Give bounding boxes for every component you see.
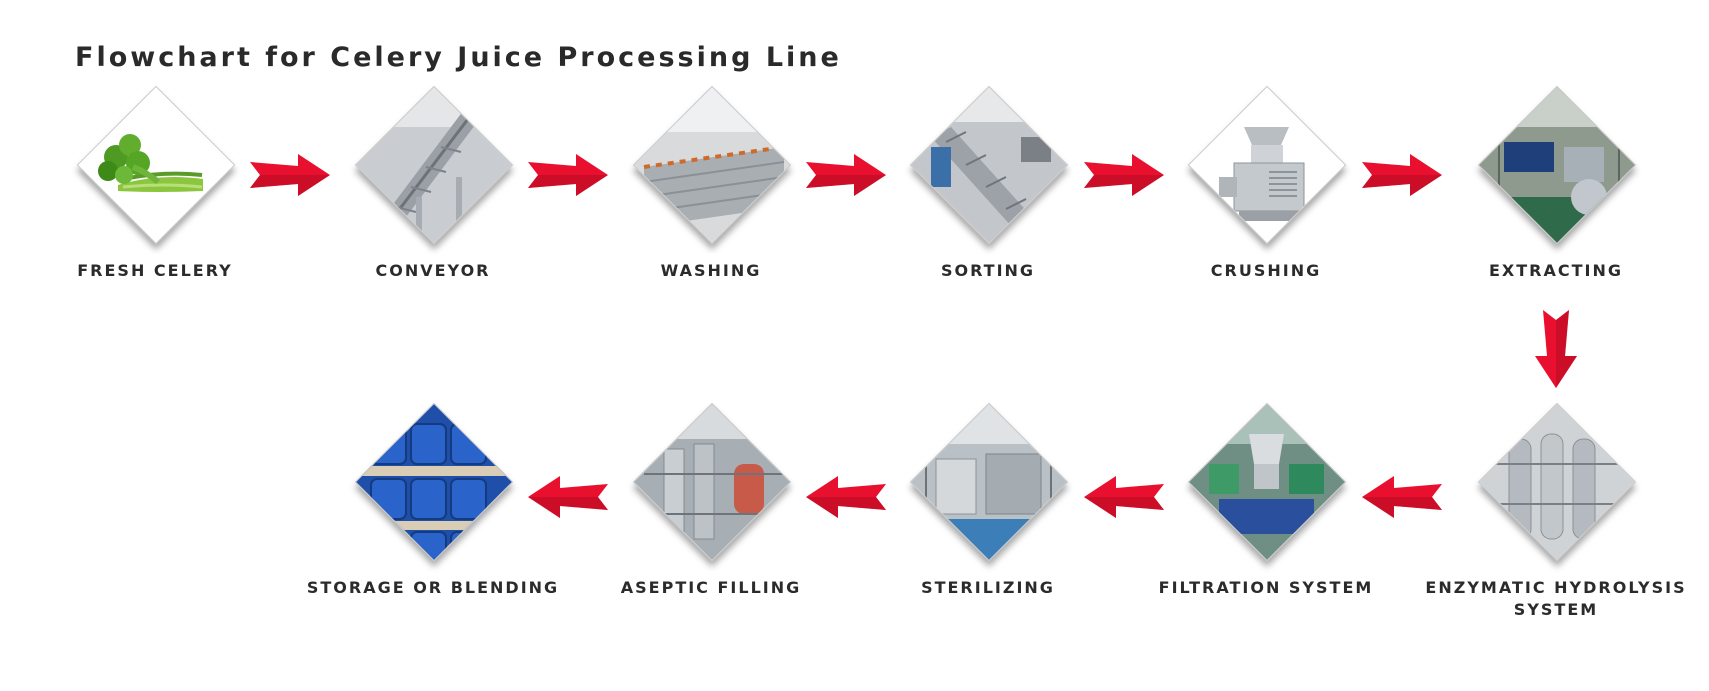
crusher-machine-icon	[1189, 87, 1345, 243]
step-label: CRUSHING	[1210, 261, 1322, 280]
arrow-right-icon	[806, 154, 886, 196]
step-label: ENZYMATIC HYDROLYSIS SYSTEM	[1425, 578, 1687, 619]
arrow-left-icon	[528, 476, 608, 518]
arrow-right-icon	[1362, 154, 1442, 196]
conveyor-machine-icon	[356, 87, 512, 243]
step-label: EXTRACTING	[1488, 261, 1623, 280]
arrow-left-icon	[806, 476, 886, 518]
step-label: WASHING	[660, 261, 762, 280]
arrow-right-icon	[528, 154, 608, 196]
filtration-machine-icon	[1189, 404, 1345, 560]
step-label: SORTING	[940, 261, 1036, 280]
step-label: FILTRATION SYSTEM	[1158, 578, 1374, 597]
step-label: CONVEYOR	[375, 261, 491, 280]
arrow-right-icon	[1084, 154, 1164, 196]
step-label: FRESH CELERY	[77, 261, 233, 280]
celery-icon	[78, 87, 234, 243]
storage-drums-icon	[356, 404, 512, 560]
step-label: ASEPTIC FILLING	[620, 578, 802, 597]
arrow-right-icon	[250, 154, 330, 196]
sorting-machine-icon	[911, 87, 1067, 243]
extractor-machine-icon	[1479, 87, 1635, 243]
arrow-down-icon	[1535, 310, 1577, 388]
step-label: STORAGE OR BLENDING	[306, 578, 560, 597]
hydrolysis-tanks-icon	[1479, 404, 1635, 560]
arrow-left-icon	[1362, 476, 1442, 518]
washing-machine-icon	[634, 87, 790, 243]
page-title: Flowchart for Celery Juice Processing Li…	[75, 42, 842, 73]
aseptic-filler-icon	[634, 404, 790, 560]
arrow-left-icon	[1084, 476, 1164, 518]
step-label: STERILIZING	[921, 578, 1055, 597]
sterilizer-machine-icon	[911, 404, 1067, 560]
